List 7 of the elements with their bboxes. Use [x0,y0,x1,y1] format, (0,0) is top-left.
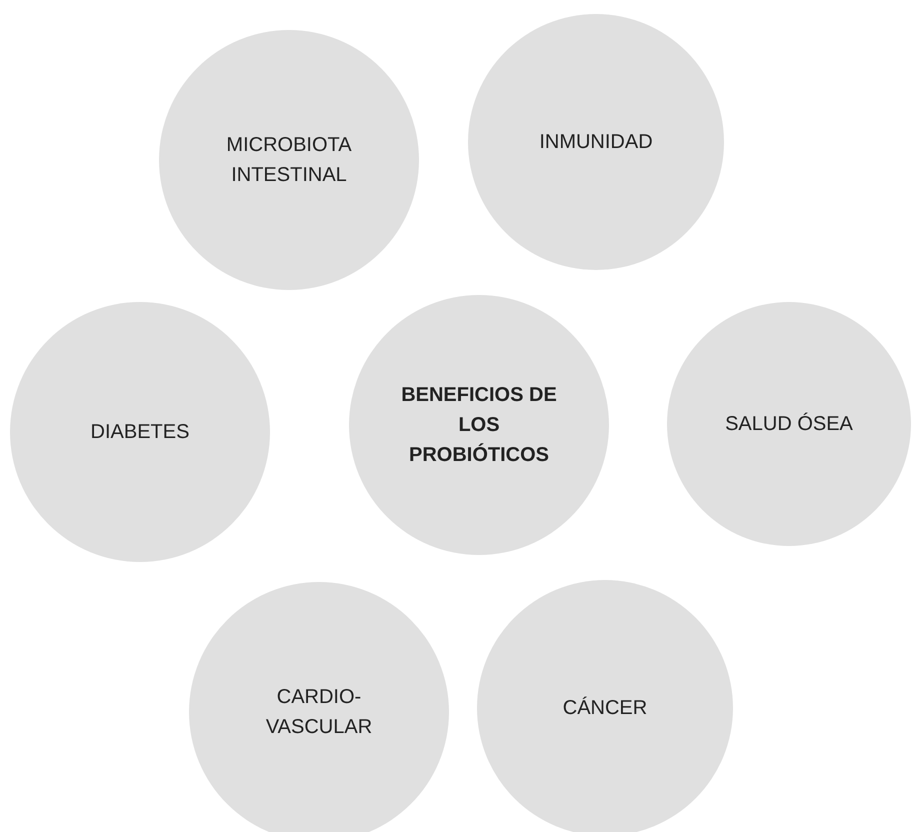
benefit-label: INMUNIDAD [539,130,653,155]
benefit-label: DIABETES [90,420,190,445]
benefit-label: CÁNCER [562,696,648,721]
benefit-label: MICROBIOTA INTESTINAL [225,133,353,188]
benefit-label: CARDIO- VASCULAR [264,685,374,740]
center-title: BENEFICIOS DE LOS PROBIÓTICOS [400,383,558,468]
benefit-label: SALUD ÓSEA [725,412,853,437]
